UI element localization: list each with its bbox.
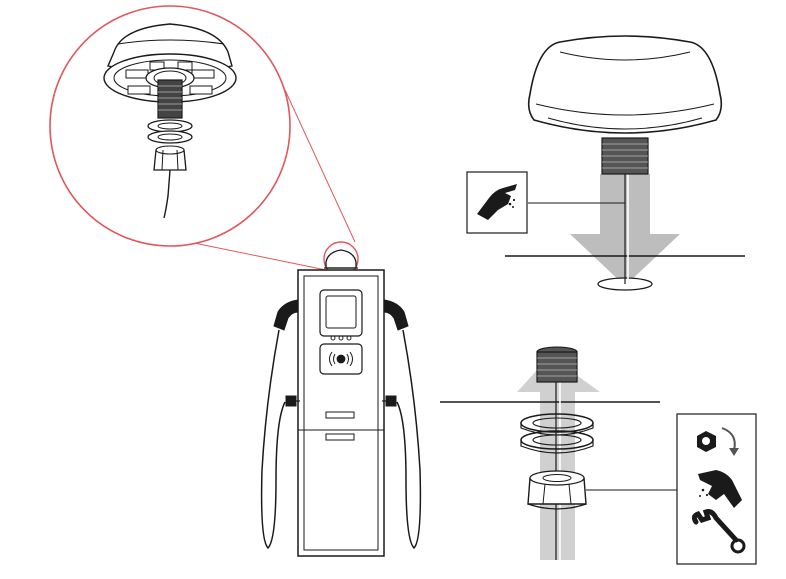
zoomed-antenna-underside [103, 23, 237, 219]
hand-tighten-icon [698, 470, 742, 508]
hand-tighten-icon [477, 184, 517, 220]
antenna-dome [527, 35, 723, 134]
up-arrow [517, 356, 600, 560]
step1-antenna-insert [466, 35, 745, 291]
wrench-icon [691, 509, 746, 554]
nut-rotate-icon [697, 427, 739, 456]
washer-lower [520, 430, 594, 454]
hex-nut [527, 470, 587, 510]
charging-station [260, 249, 422, 557]
threaded-stud-lower [536, 351, 578, 383]
step2-fasten-nut [440, 346, 757, 565]
